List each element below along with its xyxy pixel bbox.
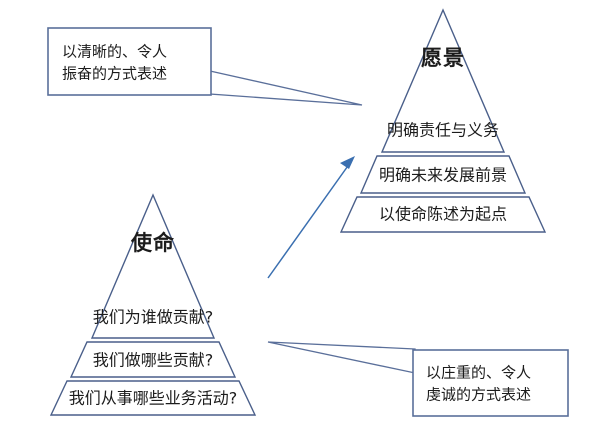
- vision-callout-box: [47, 27, 212, 96]
- mission-band-label-2: 我们做哪些贡献?: [93, 351, 214, 370]
- mission-band-label-3: 我们从事哪些业务活动?: [69, 389, 238, 408]
- connector-arrow-line: [267, 162, 351, 279]
- vision-pyramid-top-cone: [380, 8, 506, 153]
- mission-callout-line-2: 虔诚的方式表述: [426, 386, 531, 404]
- vision-pyramid-band-bottom: [339, 196, 547, 233]
- vision-callout-line-2: 振奋的方式表述: [62, 65, 167, 83]
- vision-band-label-2: 明确未来发展前景: [379, 166, 507, 185]
- mission-callout[interactable]: 以庄重的、令人 虔诚的方式表述: [267, 341, 569, 417]
- vision-pyramid[interactable]: 愿景 明确责任与义务 明确未来发展前景 以使命陈述为起点: [339, 8, 547, 233]
- vision-callout[interactable]: 以清晰的、令人 振奋的方式表述: [47, 27, 363, 106]
- mission-pyramid[interactable]: 使命 我们为谁做贡献? 我们做哪些贡献? 我们从事哪些业务活动?: [49, 193, 257, 416]
- mission-pyramid-band-middle: [69, 341, 237, 378]
- mission-pyramid-top-cone: [90, 193, 216, 339]
- mission-pyramid-band-bottom: [49, 380, 257, 416]
- mission-callout-line-1: 以庄重的、令人: [426, 364, 531, 382]
- vision-callout-line-1: 以清晰的、令人: [62, 43, 167, 61]
- vision-callout-tail: [209, 70, 363, 106]
- mission-to-vision-arrow: [267, 156, 355, 279]
- vision-pyramid-band-middle: [359, 155, 527, 194]
- mission-pyramid-title: 使命: [130, 231, 175, 255]
- vision-band-label-3: 以使命陈述为起点: [379, 205, 507, 224]
- vision-pyramid-title: 愿景: [421, 46, 465, 70]
- connector-arrow-head: [340, 156, 355, 169]
- mission-band-label-1: 我们为谁做贡献?: [93, 308, 214, 327]
- mission-callout-box: [412, 349, 569, 417]
- vision-band-label-1: 明确责任与义务: [387, 121, 499, 140]
- mission-callout-tail: [267, 341, 416, 374]
